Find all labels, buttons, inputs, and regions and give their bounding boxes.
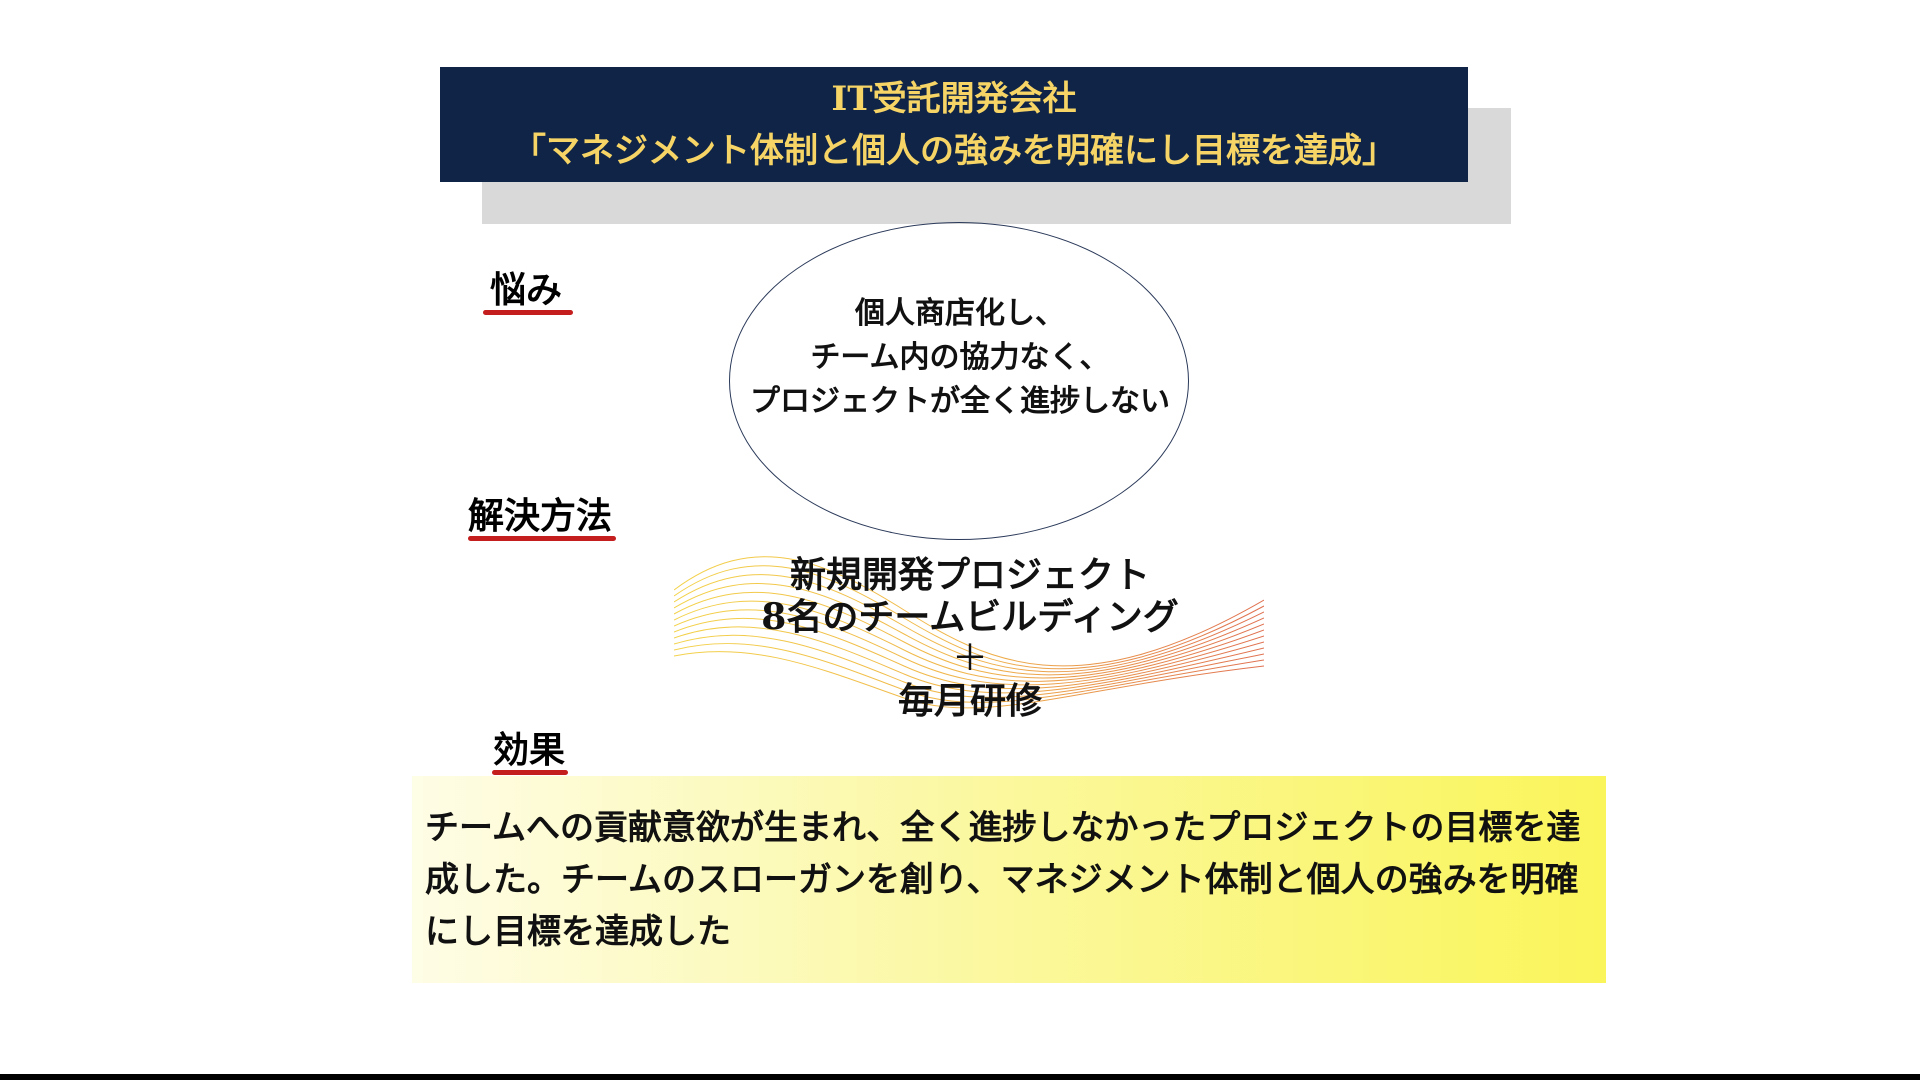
solution-line-2: 8名のチームビルディング [761, 596, 1179, 638]
bottom-bar [0, 1074, 1920, 1080]
title-banner: IT受託開発会社 「マネジメント体制と個人の強みを明確にし目標を達成」 [440, 67, 1468, 182]
effect-highlight-box [412, 776, 1606, 983]
effect-label: 効果 [493, 729, 566, 771]
problem-line-2: チーム内の協力なく、 [810, 340, 1110, 375]
solution-underline [468, 536, 616, 541]
effect-underline [492, 770, 568, 775]
problem-underline [483, 310, 573, 315]
problem-line-1: 個人商店化し、 [855, 296, 1065, 331]
problem-text: 個人商店化し、 チーム内の協力なく、 プロジェクトが全く進捗しない [700, 292, 1220, 424]
title-line-1: IT受託開発会社 [831, 78, 1077, 119]
decorative-wave-lines [674, 556, 1264, 709]
solution-label: 解決方法 [468, 495, 613, 537]
problem-bubble [729, 222, 1189, 540]
plus-sign: ＋ [951, 638, 988, 679]
solution-line-1: 新規開発プロジェクト [789, 554, 1150, 596]
title-line-2: 「マネジメント体制と個人の強みを明確にし目標を達成」 [512, 130, 1396, 171]
effect-text: チームへの貢献意欲が生まれ、全く進捗しなかったプロジェクトの目標を達成した。チー… [425, 808, 1581, 952]
problem-line-3: プロジェクトが全く進捗しない [750, 384, 1170, 419]
solution-text: 新規開発プロジェクト 8名のチームビルディング ＋ 毎月研修 [660, 554, 1280, 722]
problem-label: 悩み [490, 269, 563, 311]
solution-line-3: 毎月研修 [897, 680, 1042, 722]
